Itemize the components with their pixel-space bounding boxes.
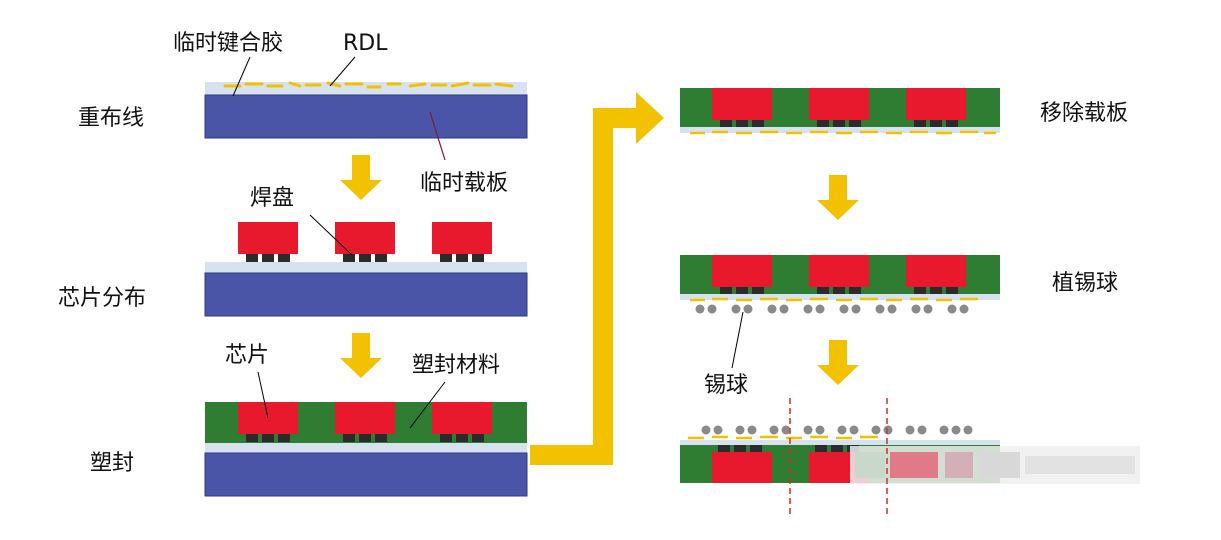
carrier-callout-line (429, 111, 446, 161)
chip-callout-label: 芯片 (225, 343, 269, 368)
chip (712, 88, 772, 120)
ball-callout-line (731, 311, 744, 369)
dicing-rdl-traces (688, 435, 878, 440)
chip (712, 452, 772, 483)
chip (432, 222, 492, 254)
mold-carrier (204, 452, 528, 497)
chip (335, 222, 395, 254)
dicing-step (680, 398, 1140, 515)
mold-step: 芯片 塑封材料 塑封 (90, 343, 528, 497)
remove-step-label: 移除载板 (1040, 101, 1128, 126)
down-arrow-3 (817, 175, 859, 220)
down-arrow-1 (340, 155, 382, 200)
chip (238, 222, 298, 254)
ball-callout-label: 锡球 (704, 373, 748, 398)
dicing-thin-layer (680, 440, 1000, 445)
rdl-traces (223, 81, 514, 89)
mold-thin-layer (205, 443, 527, 453)
bond-callout-label: 临时键合胶 (173, 31, 283, 56)
rdl-step-label: 重布线 (78, 106, 144, 131)
chip-callout-line (257, 371, 269, 419)
chip (335, 402, 395, 434)
chip-place-carrier (204, 272, 528, 317)
pad-callout-label: 焊盘 (250, 186, 294, 211)
watermark-blur (850, 446, 1140, 484)
remove-rdl-traces (690, 130, 996, 135)
chip (809, 255, 869, 287)
chip (809, 88, 869, 120)
ball-rdl-traces (690, 297, 978, 302)
down-arrow-2 (340, 333, 382, 378)
chip-pads (246, 434, 484, 442)
down-arrow-4 (817, 340, 859, 385)
chip-place-step: 焊盘 芯片分布 (58, 186, 528, 317)
chip (906, 255, 966, 287)
carrier-callout-label: 临时载板 (420, 171, 508, 196)
chip (432, 402, 492, 434)
compound-callout-line (409, 381, 446, 429)
chip-place-thin-layer (205, 262, 527, 274)
connector-arrow (530, 92, 664, 465)
pad-callout-line (309, 214, 353, 256)
mold-step-label: 塑封 (90, 451, 134, 476)
chip-pads (246, 254, 484, 262)
chip (906, 88, 966, 120)
ball-step: 锡球 植锡球 (680, 255, 1118, 398)
ball-thin-layer (680, 294, 1000, 300)
solder-balls (695, 304, 969, 314)
rdl-callout-label: RDL (343, 31, 388, 56)
rdl-carrier (204, 94, 528, 139)
rdl-callout-line (329, 56, 356, 87)
ball-step-label: 植锡球 (1052, 271, 1118, 296)
compound-callout-label: 塑封材料 (412, 353, 500, 378)
remove-step: 移除载板 (680, 88, 1128, 135)
chip (712, 255, 772, 287)
remove-thin-layer (680, 127, 1000, 133)
chip-place-step-label: 芯片分布 (58, 286, 146, 311)
bond-callout-line (232, 56, 251, 97)
rdl-step: 临时键合胶 RDL 临时载板 重布线 (78, 31, 528, 196)
chip-pads (720, 287, 958, 295)
solder-balls (701, 425, 973, 435)
chip-pads (720, 120, 958, 128)
